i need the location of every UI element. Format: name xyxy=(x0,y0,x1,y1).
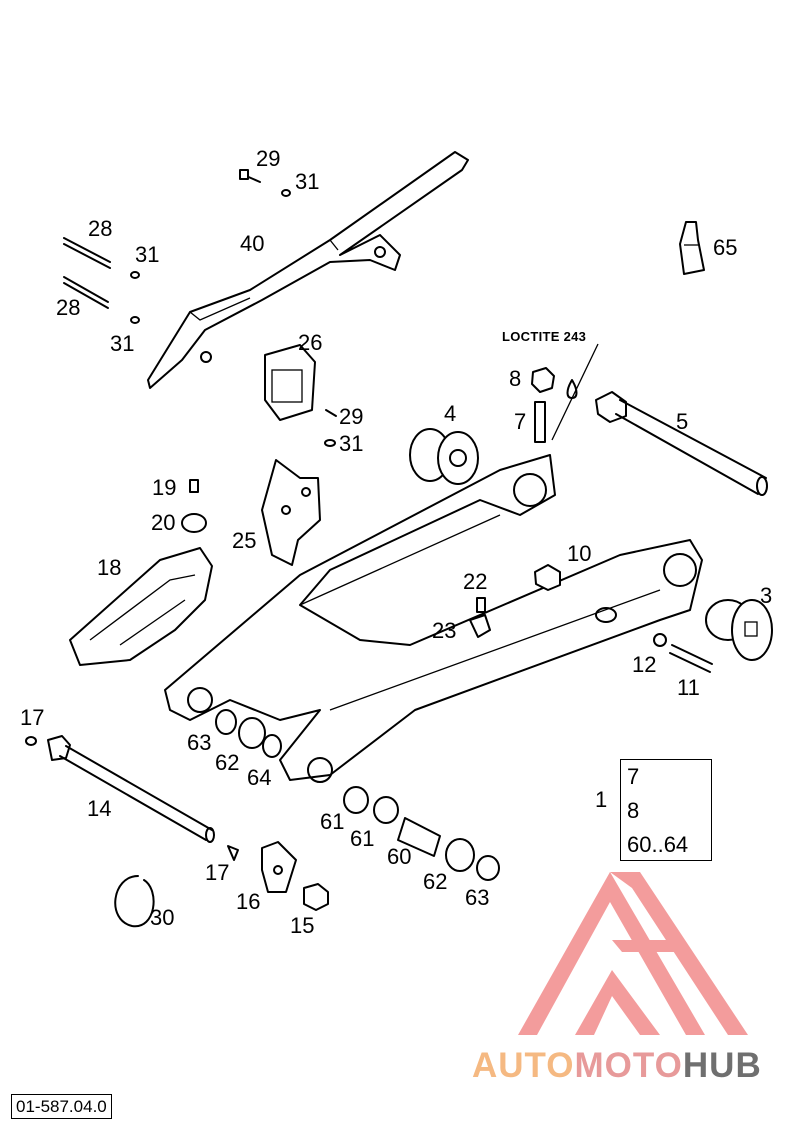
callout-31: 31 xyxy=(135,242,160,267)
chain-guide xyxy=(69,547,213,666)
kit-line: 8 xyxy=(627,798,640,823)
callout-61: 61 xyxy=(320,809,345,834)
callout-15: 15 xyxy=(290,913,315,938)
drawing-number: 01-587.04.0 xyxy=(11,1094,112,1119)
callout-17: 17 xyxy=(20,705,45,730)
swingarm xyxy=(164,454,703,783)
chain-guard xyxy=(147,151,469,389)
callout-30: 30 xyxy=(150,905,175,930)
callout-8: 8 xyxy=(509,366,522,391)
circlip-plate-nut xyxy=(114,841,329,928)
callout-62: 62 xyxy=(215,750,240,775)
callout-29: 29 xyxy=(339,404,364,429)
callout-16: 16 xyxy=(236,889,261,914)
callout-60: 60 xyxy=(387,844,412,869)
kit-contents-box: 7 8 60..64 xyxy=(620,759,712,861)
callout-5: 5 xyxy=(676,409,689,434)
watermark-part-hub: HUB xyxy=(682,1046,762,1085)
callout-22: 22 xyxy=(463,569,488,594)
bolts-and-washers xyxy=(63,169,337,447)
callout-63: 63 xyxy=(187,730,212,755)
callout-28: 28 xyxy=(88,216,113,241)
callout-28: 28 xyxy=(56,295,81,320)
callout-17: 17 xyxy=(205,860,230,885)
nut-and-bolt xyxy=(531,343,599,443)
eccentric-adjuster xyxy=(409,428,479,485)
callout-31: 31 xyxy=(295,169,320,194)
callout-1: 1 xyxy=(595,787,608,812)
callout-31: 31 xyxy=(110,331,135,356)
watermark-part-auto: AUTO xyxy=(472,1046,575,1085)
pivot-bolt xyxy=(25,735,239,861)
callout-29: 29 xyxy=(256,146,281,171)
callout-10: 10 xyxy=(567,541,592,566)
kit-line: 60..64 xyxy=(627,832,689,857)
callout-11: 11 xyxy=(677,675,700,700)
callout-4: 4 xyxy=(444,401,457,426)
callout-3: 3 xyxy=(760,583,773,608)
callout-7: 7 xyxy=(514,409,527,434)
loctite-label: LOCTITE 243 xyxy=(502,329,587,344)
callout-14: 14 xyxy=(87,796,112,821)
callout-64: 64 xyxy=(247,765,272,790)
watermark-logo-icon xyxy=(518,872,748,1035)
callout-19: 19 xyxy=(152,475,177,500)
bearing-set xyxy=(215,709,500,881)
callout-31: 31 xyxy=(339,431,364,456)
callout-12: 12 xyxy=(632,652,657,677)
brake-bracket xyxy=(261,459,321,566)
callout-23: 23 xyxy=(432,618,457,643)
callout-61: 61 xyxy=(350,826,375,851)
axle xyxy=(595,391,768,496)
callout-62: 62 xyxy=(423,869,448,894)
callout-40: 40 xyxy=(240,231,265,256)
screw-and-grommet xyxy=(181,479,207,533)
watermark-wordmark: AUTOMOTOHUB xyxy=(472,1046,762,1086)
callout-20: 20 xyxy=(151,510,176,535)
nut-screw-clip xyxy=(469,564,561,638)
watermark-part-moto: MOTO xyxy=(574,1046,683,1085)
chain-block xyxy=(264,344,316,421)
callout-65: 65 xyxy=(713,235,738,260)
callout-18: 18 xyxy=(97,555,122,580)
kit-line: 7 xyxy=(627,764,640,789)
loctite-bottle-icon xyxy=(679,221,705,275)
callout-25: 25 xyxy=(232,528,257,553)
callout-26: 26 xyxy=(298,330,323,355)
callout-63: 63 xyxy=(465,885,490,910)
bushing-and-bolt xyxy=(653,599,773,673)
